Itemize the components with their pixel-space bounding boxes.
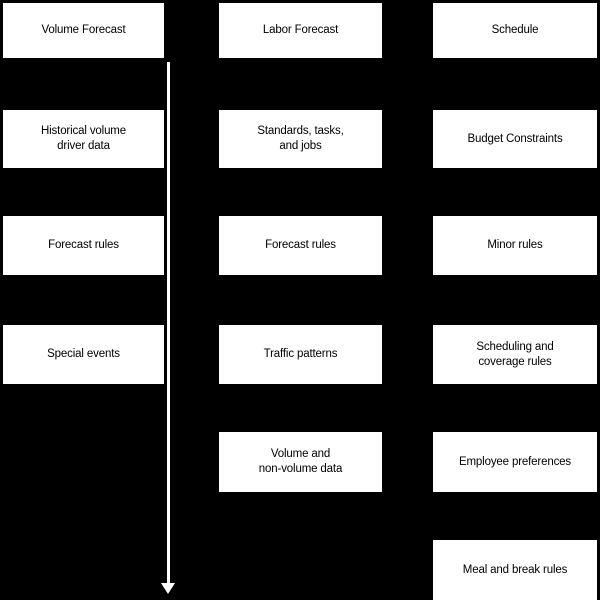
node-labor-forecast-header[interactable]: Labor Forecast — [219, 3, 382, 58]
node-volume-forecast-item-1[interactable]: Forecast rules — [3, 216, 164, 275]
node-schedule-item-0[interactable]: Budget Constraints — [433, 110, 597, 168]
node-schedule-header[interactable]: Schedule — [433, 3, 597, 58]
node-labor-forecast-item-1[interactable]: Forecast rules — [219, 216, 382, 275]
node-volume-forecast-item-0[interactable]: Historical volume driver data — [3, 110, 164, 168]
flow-connector-line — [167, 62, 170, 588]
node-schedule-item-1[interactable]: Minor rules — [433, 216, 597, 275]
node-volume-forecast-header[interactable]: Volume Forecast — [3, 3, 164, 58]
node-schedule-item-3[interactable]: Employee preferences — [433, 432, 597, 492]
node-labor-forecast-item-2[interactable]: Traffic patterns — [219, 325, 382, 384]
node-schedule-item-4[interactable]: Meal and break rules — [433, 540, 597, 600]
node-schedule-item-2[interactable]: Scheduling and coverage rules — [433, 325, 597, 384]
node-volume-forecast-item-2[interactable]: Special events — [3, 325, 164, 384]
downward-arrow-icon — [161, 583, 175, 594]
node-labor-forecast-item-3[interactable]: Volume and non-volume data — [219, 432, 382, 492]
node-labor-forecast-item-0[interactable]: Standards, tasks, and jobs — [219, 110, 382, 168]
